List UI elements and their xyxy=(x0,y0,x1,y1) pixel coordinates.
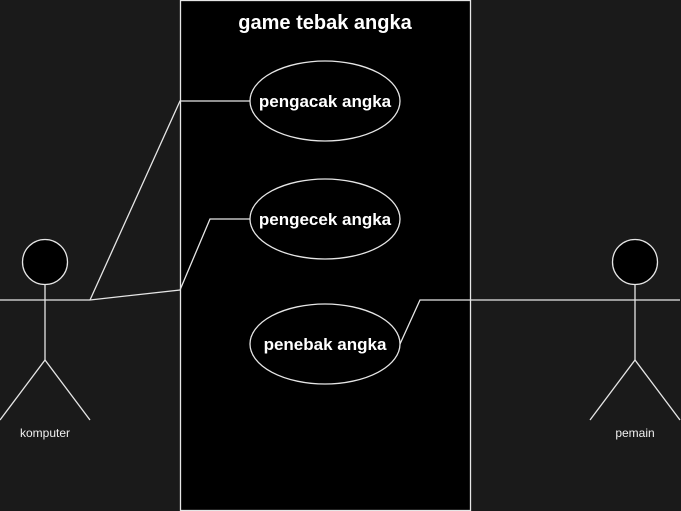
association-komputer-pengecek-angka[interactable] xyxy=(89,218,250,301)
actor-left-leg xyxy=(589,359,636,421)
actor-left-leg xyxy=(0,359,46,421)
actor-right-leg xyxy=(634,359,681,421)
use-case-label: pengecek angka xyxy=(259,210,392,229)
use-case-pengacak-angka[interactable]: pengacak angka xyxy=(249,60,401,142)
actor-komputer[interactable]: komputer xyxy=(0,238,91,441)
system-title: game tebak angka xyxy=(238,12,412,34)
association-komputer-pengacak-angka[interactable] xyxy=(89,100,250,301)
actor-label: pemain xyxy=(615,426,654,440)
association-pemain-penebak-angka[interactable] xyxy=(399,299,590,345)
actor-head[interactable] xyxy=(21,238,69,286)
associations xyxy=(89,100,590,345)
actor-pemain[interactable]: pemain xyxy=(589,238,681,441)
use-case-ellipse[interactable] xyxy=(249,303,401,385)
use-case-label: penebak angka xyxy=(264,335,387,354)
actor-head[interactable] xyxy=(611,238,659,286)
use-case-penebak-angka[interactable]: penebak angka xyxy=(249,303,401,385)
use-case-label: pengacak angka xyxy=(259,92,392,111)
use-case-ellipse[interactable] xyxy=(249,178,401,260)
use-case-pengecek-angka[interactable]: pengecek angka xyxy=(249,178,401,260)
actor-right-leg xyxy=(44,359,91,421)
use-case-ellipse[interactable] xyxy=(249,60,401,142)
actor-label: komputer xyxy=(20,426,70,440)
